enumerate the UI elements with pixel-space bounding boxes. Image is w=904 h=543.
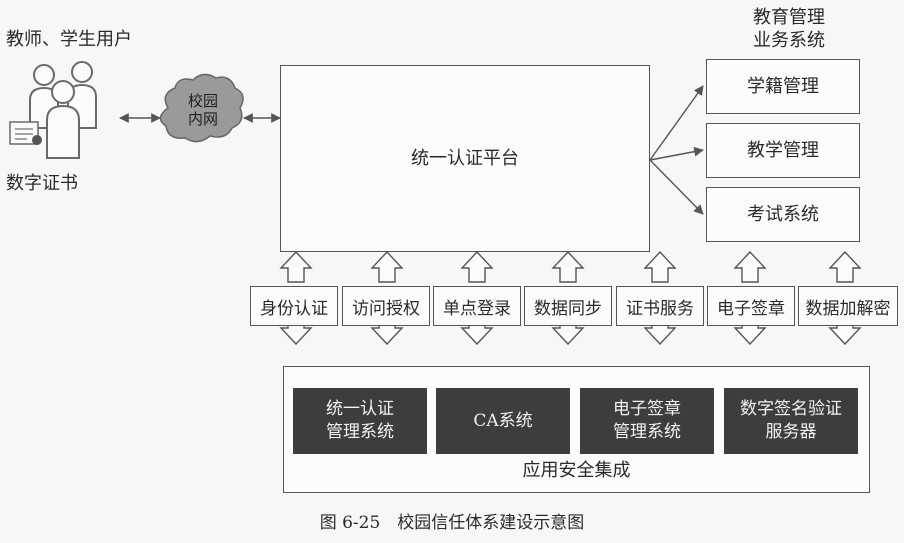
- system-label: 教学管理: [747, 139, 819, 161]
- service-box: 访问授权: [342, 286, 430, 326]
- campus-intranet-cloud-icon: [159, 73, 244, 143]
- system-label: 学籍管理: [747, 75, 819, 97]
- platform-to-system-connector-0: [649, 85, 704, 161]
- module-e-signature-mgmt: 电子签章 管理系统: [580, 388, 714, 454]
- service-label: 单点登录: [443, 298, 511, 319]
- service-label: 电子签章: [717, 298, 785, 319]
- service-label: 证书服务: [626, 298, 694, 319]
- integration-label: 应用安全集成: [522, 459, 631, 481]
- system-box-student-records: 学籍管理: [706, 59, 860, 114]
- system-box-teaching: 教学管理: [706, 123, 860, 178]
- service-box: 身份认证: [250, 286, 338, 326]
- business-systems-title: 教育管理 业务系统: [753, 7, 825, 52]
- service-label: 访问授权: [352, 298, 420, 319]
- module-ca-system: CA系统: [436, 388, 570, 454]
- figure-caption: 图 6-25 校园信任体系建设示意图: [319, 513, 585, 533]
- digital-certificate-icon: [9, 121, 42, 145]
- platform-label: 统一认证平台: [411, 147, 519, 169]
- intranet-label: 校园 内网: [187, 92, 218, 128]
- platform-to-system-connector-2: [649, 159, 704, 215]
- certificate-label: 数字证书: [6, 173, 78, 194]
- service-box: 证书服务: [616, 286, 704, 326]
- service-label: 身份认证: [260, 298, 328, 319]
- service-label: 数据同步: [534, 298, 602, 319]
- service-box: 数据加解密: [798, 286, 898, 326]
- unified-auth-platform: 统一认证平台: [280, 65, 650, 252]
- service-box: 电子签章: [707, 286, 795, 326]
- service-box: 数据同步: [524, 286, 612, 326]
- module-signature-verify-server: 数字签名验证 服务器: [724, 388, 858, 454]
- system-label: 考试系统: [747, 203, 819, 225]
- users-label: 教师、学生用户: [6, 29, 132, 50]
- platform-to-system-connector-1: [649, 146, 704, 161]
- service-label: 数据加解密: [805, 298, 891, 319]
- module-unified-auth-mgmt: 统一认证 管理系统: [293, 388, 427, 454]
- service-box: 单点登录: [433, 286, 521, 326]
- system-box-exam: 考试系统: [706, 187, 860, 242]
- user-group-icon: [29, 61, 97, 159]
